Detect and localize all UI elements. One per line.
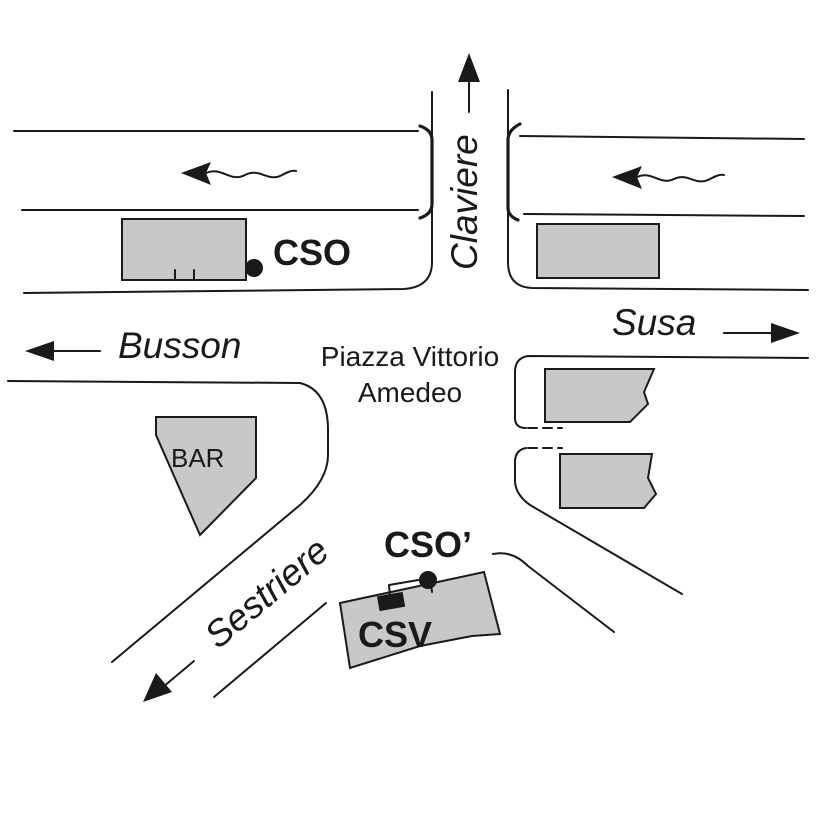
street-label-sestriere: Sestriere — [197, 530, 337, 657]
road-edge-bottom-center — [492, 552, 615, 633]
sestriere-arrow-shaft — [162, 660, 195, 688]
road-edge-top-right-1 — [519, 135, 805, 140]
building-right-2 — [559, 453, 658, 509]
square-label-line2: Amedeo — [358, 377, 462, 408]
square-label-line1: Piazza Vittorio — [321, 341, 499, 372]
street-label-busson: Busson — [118, 325, 241, 366]
traffic-arrow-left-icon — [181, 162, 297, 185]
building-top-right — [536, 223, 660, 279]
street-label-claviere: Claviere — [444, 134, 485, 270]
busson-arrow-head-icon — [25, 341, 54, 361]
building-bar — [155, 416, 257, 537]
claviere-arrow-head-icon — [458, 53, 480, 82]
bar-label: BAR — [171, 443, 224, 473]
road-edge-susa-north — [507, 89, 809, 291]
street-label-susa: Susa — [612, 302, 696, 343]
building-right-1 — [544, 368, 656, 423]
road-edge-susa-south — [514, 355, 809, 429]
road-edge-busson-north — [23, 91, 433, 294]
traffic-arrow-right-block-icon — [612, 166, 725, 189]
claviere-narrowing-right — [506, 122, 522, 222]
claviere-narrowing-left — [418, 124, 434, 220]
cso-prime-label: CSO’ — [384, 524, 472, 565]
csv-device-icon — [376, 591, 406, 612]
road-edge-right-lower — [514, 447, 683, 595]
road-edge-sestriere-east — [213, 602, 327, 698]
sestriere-arrow-head-icon — [143, 673, 172, 702]
road-edge-busson-south — [7, 380, 329, 663]
susa-arrow-head-icon — [771, 323, 800, 343]
cso-label: CSO — [273, 232, 351, 273]
cso-prime-marker-icon — [419, 571, 437, 589]
road-edge-top-right-2 — [523, 213, 805, 217]
building-cso — [121, 218, 247, 281]
cso-marker-icon — [245, 259, 263, 277]
csv-label: CSV — [358, 614, 432, 655]
